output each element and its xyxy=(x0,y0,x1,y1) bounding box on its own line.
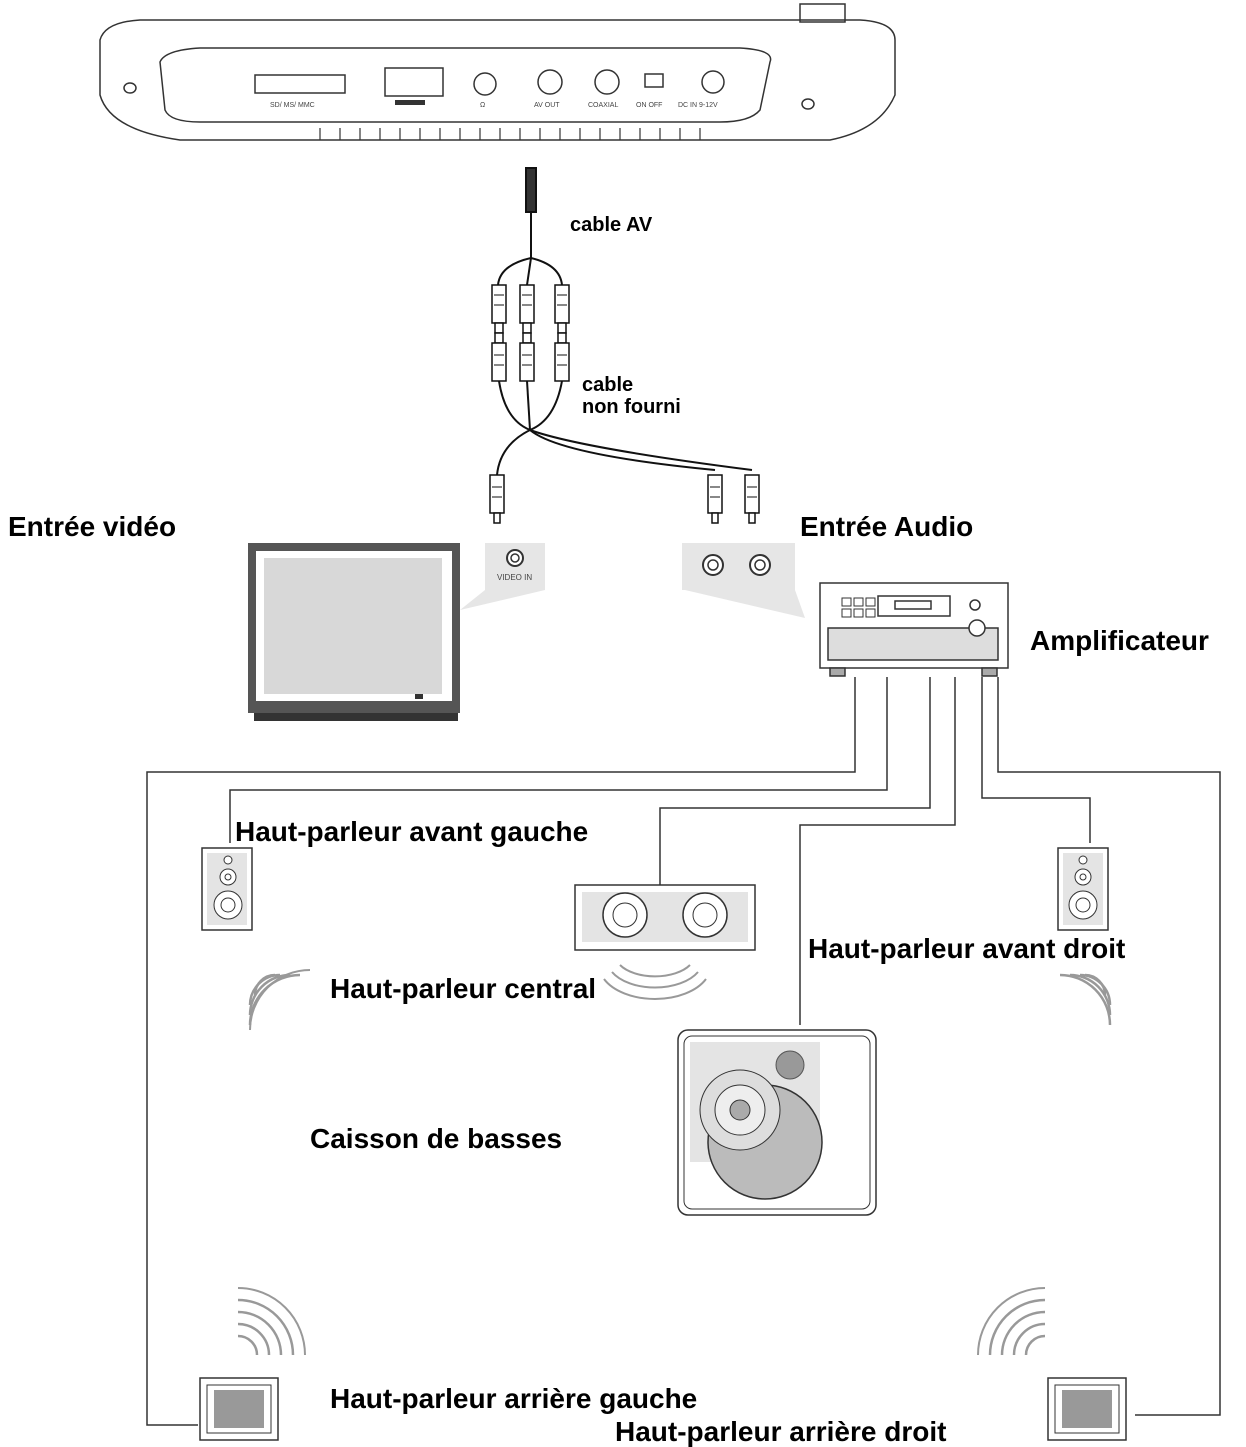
audio-input-label: Entrée Audio xyxy=(800,511,974,542)
amplifier-label: Amplificateur xyxy=(1030,625,1209,656)
front-right-speaker xyxy=(1057,847,1109,931)
port-label-dc-in: DC IN 9-12V xyxy=(678,102,718,109)
extra-cable-label-line2: non fourni xyxy=(582,396,681,418)
video-input-label: Entrée vidéo xyxy=(8,511,177,542)
sound-waves-rear-left xyxy=(237,1287,306,1356)
port-label-coaxial: COAXIAL xyxy=(588,102,618,109)
television xyxy=(248,543,460,721)
rear-right-speaker-label: Haut-parleur arrière droit xyxy=(615,1416,947,1447)
av-cable-label: cable AV xyxy=(570,214,653,236)
port-label-av-out: AV OUT xyxy=(534,102,560,109)
extra-cable-label-line1: cable xyxy=(582,374,634,396)
rear-right-speaker xyxy=(1047,1377,1127,1441)
sound-waves-front-right xyxy=(1059,973,1112,1026)
video-in-jack: VIDEO IN xyxy=(460,543,545,610)
port-label-on-off: ON OFF xyxy=(636,102,662,109)
port-label-sd: SD/ MS/ MMC xyxy=(270,102,315,109)
subwoofer-label: Caisson de basses xyxy=(310,1123,563,1154)
av-cable xyxy=(489,167,760,524)
speaker-wires xyxy=(146,677,1221,1426)
sound-waves-front-left xyxy=(248,969,311,1031)
audio-in-jacks xyxy=(682,543,805,618)
dvd-player: SD/ MS/ MMC Ω AV OUT COAXIAL ON OFF DC I… xyxy=(99,3,896,141)
rear-left-speaker xyxy=(199,1377,279,1441)
sound-waves-rear-right xyxy=(977,1287,1046,1356)
svg-text:Ω: Ω xyxy=(480,102,485,109)
center-speaker xyxy=(574,884,756,951)
subwoofer xyxy=(677,1029,877,1216)
front-right-speaker-label: Haut-parleur avant droit xyxy=(808,933,1126,964)
amplifier xyxy=(819,582,1009,677)
front-left-speaker-label: Haut-parleur avant gauche xyxy=(235,816,589,847)
rear-left-speaker-label: Haut-parleur arrière gauche xyxy=(330,1383,698,1414)
center-speaker-label: Haut-parleur central xyxy=(330,973,597,1004)
front-left-speaker xyxy=(201,847,253,931)
video-in-jack-label: VIDEO IN xyxy=(497,573,532,582)
sound-waves-center xyxy=(603,964,707,1000)
